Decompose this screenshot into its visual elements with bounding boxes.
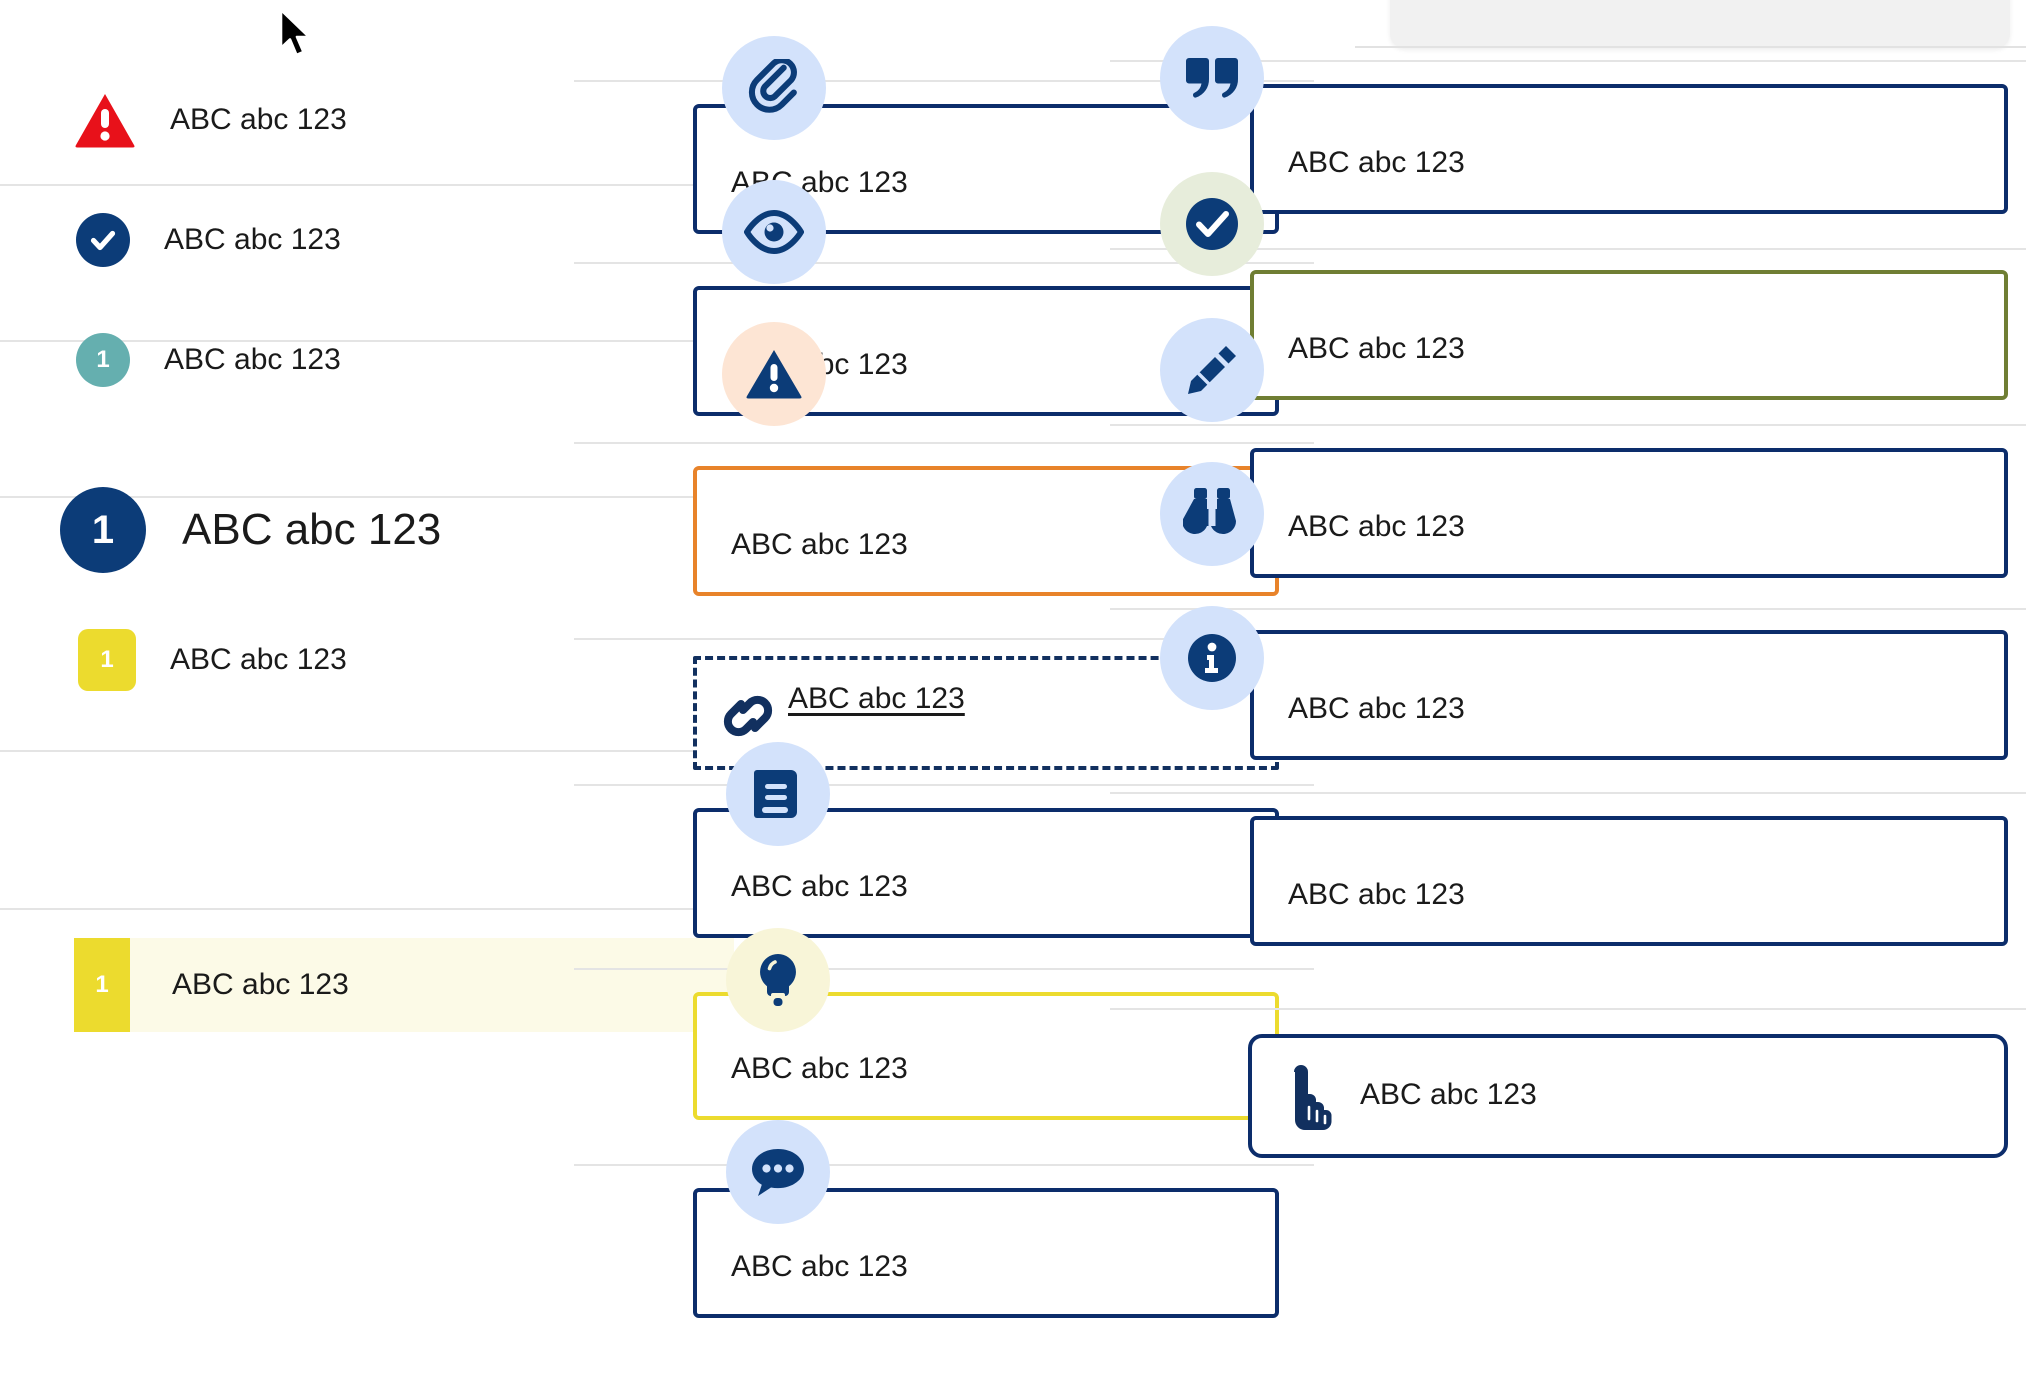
- card-label: ABC abc 123: [1288, 146, 1465, 179]
- check-circle-icon: [1160, 172, 1264, 276]
- card-label: ABC abc 123: [1288, 878, 1465, 911]
- card-separator: [574, 638, 1314, 640]
- quote-marks-icon: [1160, 26, 1264, 130]
- card-label: ABC abc 123: [1288, 332, 1465, 365]
- left-list-column: ABC abc 123 ABC abc 123 1 ABC abc 123 1 …: [0, 0, 760, 1392]
- background-panel: [1390, 0, 2010, 48]
- card-success[interactable]: ABC abc 123: [1250, 270, 2008, 400]
- card-label: ABC abc 123: [731, 1052, 908, 1085]
- card-edit[interactable]: ABC abc 123: [1250, 448, 2008, 578]
- list-item-label: ABC abc 123: [164, 343, 341, 376]
- number-badge-large-icon: 1: [60, 487, 146, 573]
- list-item[interactable]: 1 ABC abc 123: [0, 475, 760, 585]
- list-item[interactable]: ABC abc 123: [0, 80, 760, 160]
- card-separator: [574, 80, 1314, 82]
- eye-icon: [722, 180, 826, 284]
- pencil-icon: [1160, 318, 1264, 422]
- card-separator: [1110, 60, 2026, 62]
- card-label: ABC abc 123: [1360, 1078, 1537, 1111]
- card-separator: [574, 784, 1314, 786]
- list-separator: [0, 184, 748, 186]
- card-label: ABC abc 123: [1288, 692, 1465, 725]
- binoculars-icon: [1160, 462, 1264, 566]
- number-badge-icon: 1: [76, 333, 130, 387]
- card-separator: [574, 262, 1314, 264]
- card-separator: [574, 968, 1314, 970]
- book-icon: [726, 742, 830, 846]
- info-circle-icon: [1160, 606, 1264, 710]
- number-badge-square-icon: 1: [78, 629, 136, 691]
- card-observe[interactable]: ABC abc 123: [1250, 630, 2008, 760]
- card-separator: [574, 1164, 1314, 1166]
- list-item[interactable]: 1 ABC abc 123: [0, 620, 760, 700]
- card-separator: [1110, 1008, 2026, 1010]
- warning-triangle-icon: [722, 322, 826, 426]
- card-action[interactable]: [1248, 1034, 2008, 1158]
- list-item-label: ABC abc 123: [182, 505, 442, 554]
- paperclip-icon: [722, 36, 826, 140]
- list-item-label: ABC abc 123: [170, 643, 347, 676]
- list-separator: [0, 908, 748, 910]
- link-chain-icon: [714, 690, 782, 742]
- card-label: ABC abc 123: [1288, 510, 1465, 543]
- list-item-selected[interactable]: 1 ABC abc 123: [74, 938, 734, 1032]
- background-panel-edge: [1355, 46, 2026, 48]
- card-quote[interactable]: ABC abc 123: [1250, 84, 2008, 214]
- list-item[interactable]: 1 ABC abc 123: [0, 320, 760, 400]
- list-item-label: ABC abc 123: [172, 968, 349, 1001]
- warning-triangle-icon: [74, 92, 136, 148]
- card-label: ABC abc 123: [731, 870, 908, 903]
- card-label: ABC abc 123: [731, 528, 908, 561]
- pointing-hand-icon: [1274, 1062, 1340, 1132]
- card-label: ABC abc 123: [731, 1250, 908, 1283]
- number-badge-bar-icon: 1: [74, 938, 130, 1032]
- chat-bubble-icon: [726, 1120, 830, 1224]
- card-link-label[interactable]: ABC abc 123: [788, 682, 965, 715]
- card-glossary[interactable]: ABC abc 123: [693, 808, 1279, 938]
- card-separator: [1110, 424, 2026, 426]
- lightbulb-icon: [726, 928, 830, 1032]
- list-separator: [0, 496, 748, 498]
- card-info[interactable]: ABC abc 123: [1250, 816, 2008, 946]
- card-separator: [1110, 792, 2026, 794]
- card-separator: [1110, 608, 2026, 610]
- list-item[interactable]: ABC abc 123: [0, 200, 760, 280]
- list-item-label: ABC abc 123: [164, 223, 341, 256]
- list-separator: [0, 750, 748, 752]
- card-separator: [574, 442, 1314, 444]
- list-separator: [0, 340, 748, 342]
- list-item-label: ABC abc 123: [170, 103, 347, 136]
- check-circle-icon: [76, 213, 130, 267]
- card-separator: [1110, 248, 2026, 250]
